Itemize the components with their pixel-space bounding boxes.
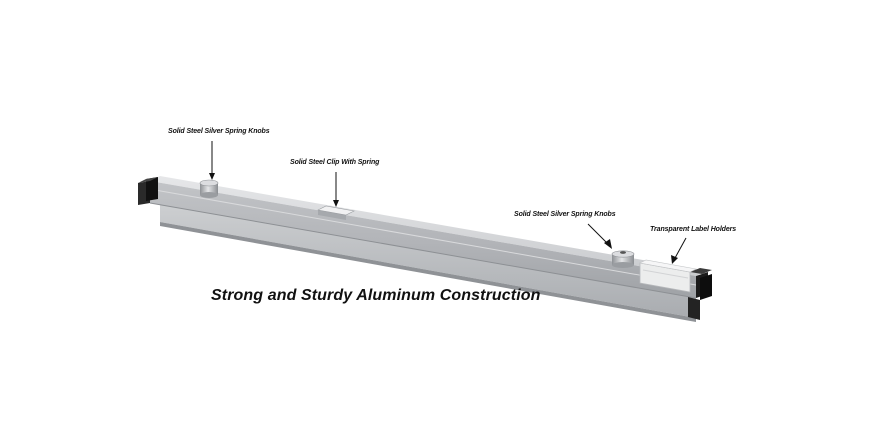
construction-tagline: Strong and Sturdy Aluminum Construction	[211, 287, 541, 304]
callout-right-knob-label: Solid Steel Silver Spring Knobs	[514, 211, 616, 218]
label-holder	[639, 259, 697, 293]
spring-clip	[317, 205, 355, 220]
right-spring-knob	[611, 250, 635, 268]
callout-clip-label: Solid Steel Clip With Spring	[290, 159, 380, 166]
left-end-cap	[138, 177, 158, 205]
callout-label-holder-label: Transparent Label Holders	[650, 226, 737, 233]
right-end-cap	[688, 268, 712, 320]
callout-arrows	[209, 141, 687, 264]
upper-rail	[149, 176, 706, 299]
callout-left-knob-label: Solid Steel Silver Spring Knobs	[168, 128, 270, 135]
left-spring-knob	[199, 179, 219, 198]
